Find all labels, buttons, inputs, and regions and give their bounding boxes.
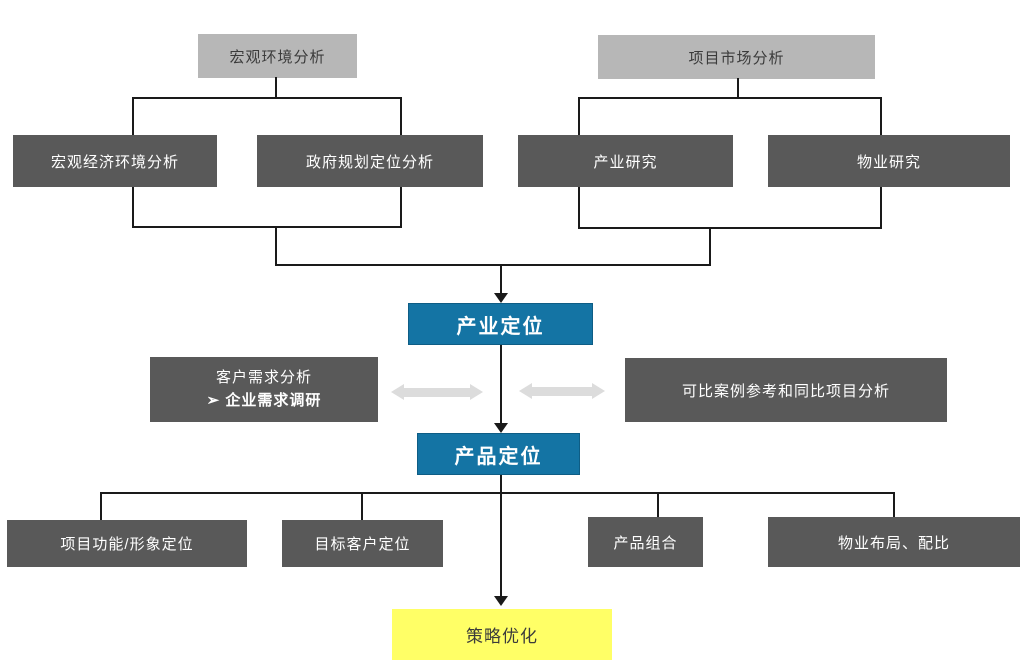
arrow-down-icon	[494, 596, 508, 606]
connector-line	[400, 97, 402, 135]
node-target-customer-positioning: 目标客户定位	[282, 520, 443, 567]
connector-line	[100, 492, 102, 520]
node-product-positioning: 产品定位	[417, 433, 580, 475]
connector-line	[500, 475, 502, 598]
arrow-down-icon	[494, 293, 508, 303]
customer-demand-bullet: ➢ 企业需求调研	[206, 391, 322, 409]
double-arrow-icon	[391, 384, 483, 400]
connector-line	[578, 187, 580, 229]
node-comparable-case-analysis: 可比案例参考和同比项目分析	[625, 358, 947, 422]
connector-line	[578, 227, 882, 229]
connector-line	[737, 78, 739, 99]
connector-line	[400, 187, 402, 228]
connector-line	[100, 492, 895, 494]
connector-line	[361, 492, 363, 520]
double-arrow-icon	[519, 383, 605, 399]
connector-line	[132, 226, 402, 228]
connector-line	[578, 97, 882, 99]
node-project-function-image-positioning: 项目功能/形象定位	[7, 520, 247, 567]
connector-line	[132, 97, 402, 99]
connector-line	[880, 97, 882, 135]
connector-line	[657, 492, 659, 517]
connector-line	[500, 345, 502, 425]
arrow-right-tip-icon	[592, 383, 605, 399]
node-property-research: 物业研究	[768, 135, 1010, 187]
connector-line	[880, 187, 882, 229]
connector-line	[709, 227, 711, 266]
connector-line	[578, 97, 580, 135]
arrow-down-icon	[494, 423, 508, 433]
connector-line	[132, 187, 134, 228]
arrow-shaft	[404, 387, 470, 397]
connector-line	[893, 492, 895, 517]
connector-line	[275, 264, 711, 266]
node-government-planning-analysis: 政府规划定位分析	[257, 135, 483, 187]
node-strategy-optimization: 策略优化	[392, 609, 612, 660]
connector-line	[275, 226, 277, 266]
node-industry-research: 产业研究	[518, 135, 733, 187]
node-macro-economic-env-analysis: 宏观经济环境分析	[13, 135, 217, 187]
arrow-left-tip-icon	[519, 383, 532, 399]
node-product-mix: 产品组合	[588, 517, 703, 567]
node-project-market-analysis: 项目市场分析	[598, 35, 875, 79]
node-industry-positioning: 产业定位	[408, 303, 593, 345]
arrow-shaft	[532, 386, 592, 396]
arrow-left-tip-icon	[391, 384, 404, 400]
customer-demand-title: 客户需求分析	[215, 369, 312, 386]
node-property-layout-ratio: 物业布局、配比	[768, 517, 1020, 567]
node-macro-environment-analysis: 宏观环境分析	[198, 34, 357, 78]
connector-line	[275, 77, 277, 99]
node-customer-demand-analysis: 客户需求分析 ➢ 企业需求调研	[150, 357, 378, 422]
arrow-right-tip-icon	[470, 384, 483, 400]
connector-line	[500, 264, 502, 295]
connector-line	[132, 97, 134, 135]
